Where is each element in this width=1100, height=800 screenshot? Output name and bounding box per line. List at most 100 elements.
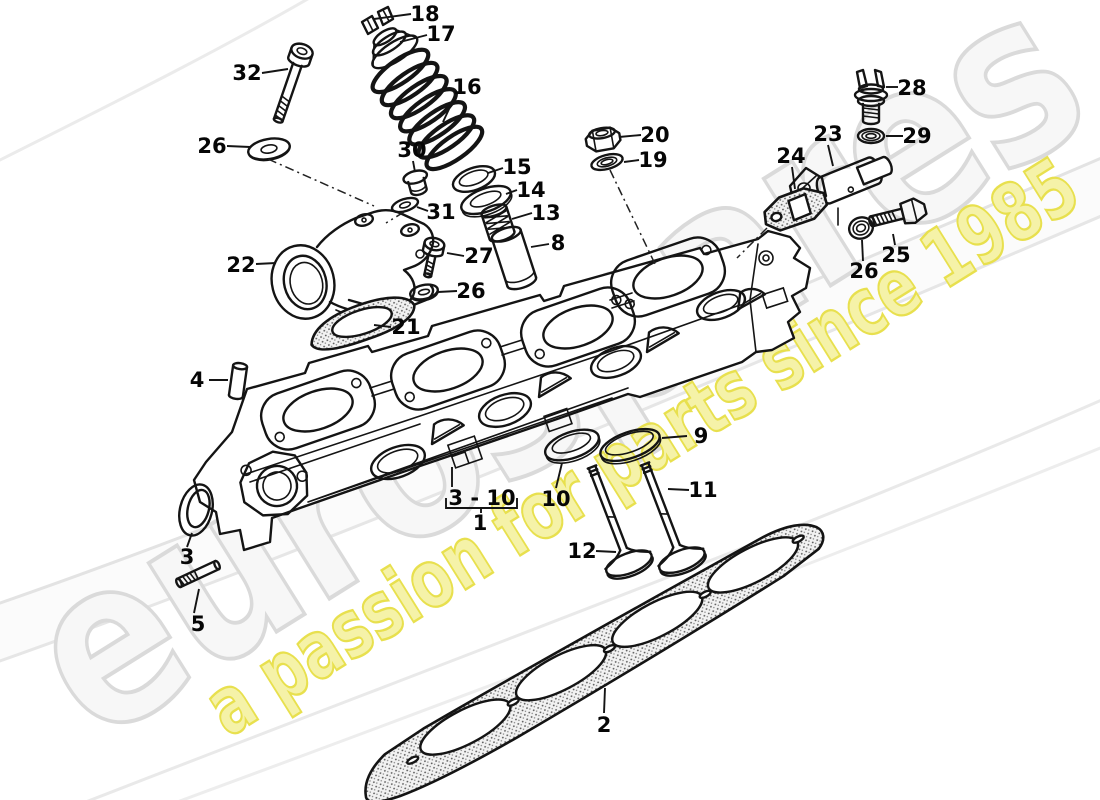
callout-leader-32 — [261, 68, 289, 74]
part-protective-tube — [490, 225, 538, 291]
bracket-range-label: 3 - 10 — [448, 486, 515, 510]
head-wedge-mark — [430, 418, 465, 446]
callout-leader-26 — [226, 145, 251, 148]
callout-number-19: 19 — [638, 148, 667, 172]
head-port-plate — [259, 369, 377, 451]
part-stem-seal-9 — [599, 427, 662, 465]
part-gasket-21 — [310, 296, 416, 351]
part-valve-keepers — [360, 5, 395, 36]
head-end-details — [758, 250, 789, 310]
callout-leader-9 — [661, 435, 688, 439]
callout-number-22: 22 — [226, 253, 255, 277]
callout-number-32: 32 — [232, 61, 261, 85]
callout-leader-19 — [623, 159, 640, 163]
part-spring-seat-lower — [460, 184, 513, 218]
callout-number-14: 14 — [516, 178, 545, 202]
head-front-notch — [543, 407, 573, 433]
dash-leader-1 — [385, 211, 405, 224]
callout-leader-24 — [791, 166, 796, 190]
callout-leader-31 — [416, 206, 429, 212]
callout-leader-25 — [892, 233, 896, 246]
part-valve-spring — [370, 47, 485, 172]
callout-number-3: 3 — [180, 545, 195, 569]
part-stud-5 — [175, 559, 221, 589]
dash-leader-3 — [736, 227, 768, 259]
callout-leader-21 — [373, 324, 392, 328]
callout-number-4: 4 — [190, 368, 205, 392]
part-bolt-27 — [421, 236, 446, 279]
callout-number-13: 13 — [531, 201, 560, 225]
callout-number-12: 12 — [567, 539, 596, 563]
part-washer-26-mid — [409, 283, 439, 302]
head-port-plate — [609, 236, 727, 318]
callout-leader-16 — [442, 93, 457, 123]
callout-number-18: 18 — [410, 2, 439, 26]
part-seal-ring-3 — [178, 483, 214, 537]
callout-number-17: 17 — [426, 22, 455, 46]
callout-number-24: 24 — [776, 144, 805, 168]
callout-number-20: 20 — [640, 123, 669, 147]
callout-number-2: 2 — [597, 713, 612, 737]
callout-leader-8 — [530, 243, 550, 248]
dash-leader-lines — [267, 158, 768, 267]
part-valve-guide — [480, 203, 516, 243]
head-exhaust-port — [589, 344, 643, 380]
part-washer-26-right — [847, 216, 875, 240]
callout-leader-18 — [373, 13, 412, 20]
callout-leader-30 — [412, 160, 416, 173]
head-wedge-mark — [537, 371, 572, 399]
callout-number-15: 15 — [502, 155, 531, 179]
head-end-flange — [239, 450, 309, 517]
callout-number-25: 25 — [881, 243, 910, 267]
callout-leader-10 — [555, 462, 563, 489]
callout-leader-12 — [595, 550, 617, 553]
callout-leader-27 — [446, 252, 465, 257]
callout-leader-13 — [511, 212, 533, 220]
callout-number-5: 5 — [191, 612, 206, 636]
callout-leader-22 — [255, 262, 277, 265]
callout-leader-20 — [618, 134, 642, 138]
part-cap-nut — [584, 126, 622, 153]
callout-leader-11 — [667, 488, 690, 491]
part-temp-sensor — [853, 68, 889, 126]
callout-number-26: 26 — [456, 279, 485, 303]
part-valve-11 — [639, 461, 707, 577]
callout-leader-23 — [827, 144, 834, 167]
part-stem-seal-10 — [543, 428, 601, 464]
bracket-assembly-label: 1 — [473, 511, 488, 535]
callout-number-8: 8 — [551, 231, 566, 255]
part-valve-12 — [586, 464, 654, 580]
callout-leader-17 — [399, 34, 428, 43]
callout-number-10: 10 — [541, 487, 570, 511]
part-cylinder-head — [192, 229, 812, 552]
callout-leader-26 — [861, 239, 864, 262]
callout-leader-14 — [505, 189, 518, 195]
dash-leader-0 — [267, 158, 375, 207]
callout-leader-2 — [603, 687, 606, 714]
callout-leader-15 — [487, 167, 504, 174]
callout-number-26: 26 — [197, 134, 226, 158]
callout-number-11: 11 — [688, 478, 717, 502]
part-bolt-32 — [272, 42, 314, 124]
part-washer-19 — [590, 152, 624, 172]
part-seal-ring-29 — [856, 127, 886, 145]
callout-number-9: 9 — [694, 424, 709, 448]
callout-number-23: 23 — [813, 122, 842, 146]
callout-number-21: 21 — [391, 315, 420, 339]
callout-number-28: 28 — [897, 76, 926, 100]
head-exhaust-port — [477, 391, 533, 429]
callout-leader-5 — [193, 588, 200, 614]
part-plug-30 — [402, 169, 429, 197]
callout-number-31: 31 — [426, 200, 455, 224]
head-wedge-mark — [645, 326, 680, 354]
part-bolt-25 — [867, 197, 928, 228]
callout-number-26: 26 — [849, 259, 878, 283]
part-washer-31 — [390, 196, 420, 214]
callout-number-30: 30 — [397, 138, 426, 162]
head-front-notch — [446, 435, 484, 469]
part-head-gasket — [364, 523, 825, 800]
callout-leader-26 — [437, 290, 458, 293]
